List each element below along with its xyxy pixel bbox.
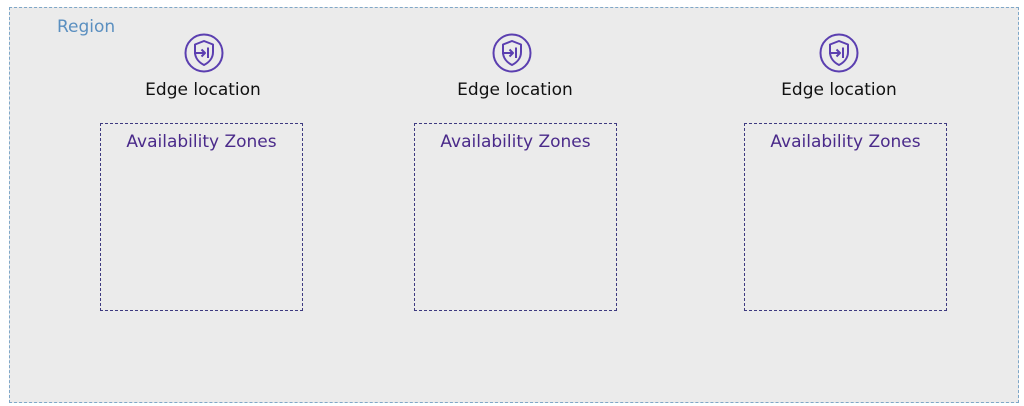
region-container: Region Edge location Availability Zones: [9, 7, 1019, 403]
edge-location-label: Edge location: [457, 80, 573, 100]
availability-zones-label: Availability Zones: [770, 132, 921, 152]
edge-location-label: Edge location: [145, 80, 261, 100]
edge-location-icon: [184, 33, 224, 73]
availability-zones-box: Availability Zones: [744, 123, 947, 311]
edge-location-icon: [492, 33, 532, 73]
region-label: Region: [57, 17, 116, 37]
availability-zones-label: Availability Zones: [440, 132, 591, 152]
availability-zones-box: Availability Zones: [414, 123, 617, 311]
availability-zones-label: Availability Zones: [126, 132, 277, 152]
edge-location-label: Edge location: [781, 80, 897, 100]
edge-location-icon: [819, 33, 859, 73]
availability-zones-box: Availability Zones: [100, 123, 303, 311]
